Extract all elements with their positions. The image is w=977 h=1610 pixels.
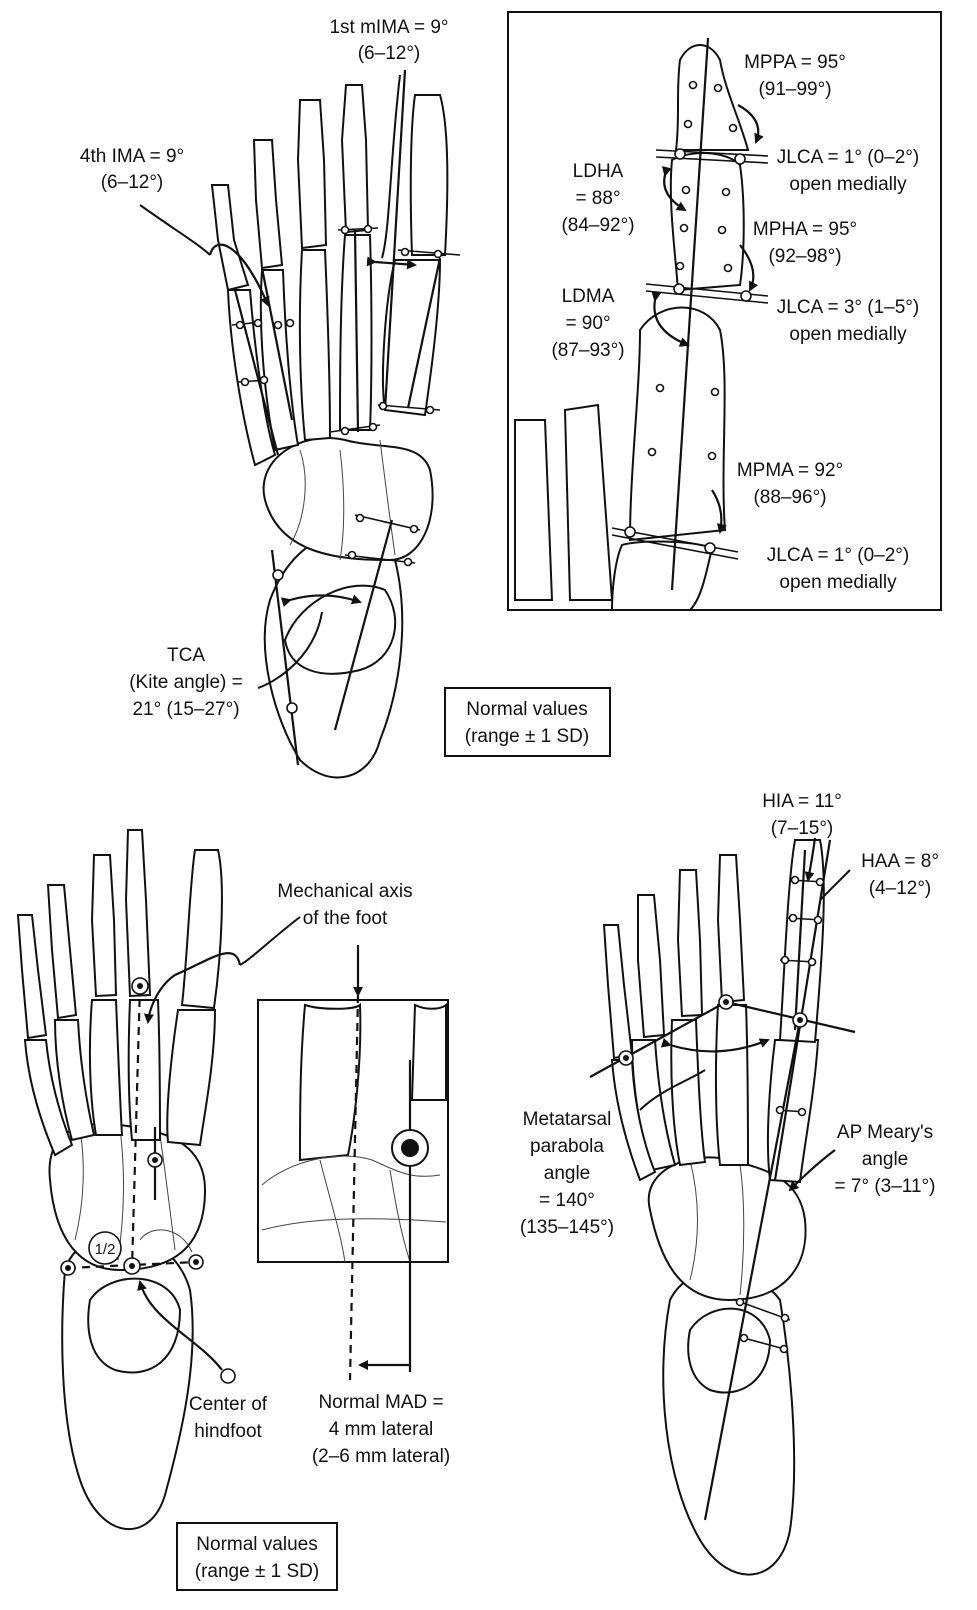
mpa-range: (135–145°) bbox=[520, 1217, 614, 1238]
mad-value: 4 mm lateral bbox=[329, 1419, 434, 1440]
haa-value: HAA = 8° bbox=[861, 851, 939, 872]
mpha-value: MPHA = 95° bbox=[753, 219, 857, 240]
inset-frame bbox=[507, 11, 942, 611]
top-left-foot-panel: 1st mIMA = 9° (6–12°) 4th IMA = 9° (6–12… bbox=[80, 17, 611, 779]
top-normal-values-range: (range ± 1 SD) bbox=[465, 726, 589, 747]
top-left-foot-bones bbox=[210, 84, 449, 779]
jlca-distal-note: open medially bbox=[789, 174, 907, 195]
first-mima-range: (6–12°) bbox=[358, 43, 421, 64]
mad-range: (2–6 mm lateral) bbox=[312, 1446, 450, 1467]
mppa-value: MPPA = 95° bbox=[744, 52, 846, 73]
mpa-line3: angle bbox=[544, 1163, 591, 1184]
fourth-ima-value: 4th IMA = 9° bbox=[80, 146, 184, 167]
mpma-value: MPMA = 92° bbox=[737, 460, 843, 481]
mad-label: Normal MAD = 4 mm lateral (2–6 mm latera… bbox=[312, 1392, 450, 1467]
mpa-value: = 140° bbox=[539, 1190, 595, 1211]
haa-range: (4–12°) bbox=[869, 878, 932, 899]
ap-meary-label: AP Meary's angle = 7° (3–11°) bbox=[835, 1122, 936, 1197]
bottom-right-foot-bones bbox=[602, 839, 825, 1576]
mppa-range: (91–99°) bbox=[758, 79, 831, 100]
jlca-middle-value: JLCA = 3° (1–5°) bbox=[777, 297, 919, 318]
ldha-range: (84–92°) bbox=[561, 215, 634, 236]
jlca-proximal-label: JLCA = 1° (0–2°) open medially bbox=[767, 545, 909, 593]
mpma-label: MPMA = 92° (88–96°) bbox=[737, 460, 843, 508]
hia-value: HIA = 11° bbox=[762, 791, 842, 812]
bottom-left-foot-bones bbox=[16, 829, 223, 1531]
jlca-distal-value: JLCA = 1° (0–2°) bbox=[777, 147, 919, 168]
mech-axis-label: Mechanical axis of the foot bbox=[277, 881, 412, 929]
hia-label: HIA = 11° (7–15°) bbox=[762, 791, 842, 839]
bottom-left-foot-panel: 1/2 Mechanical axis of the foot Center o… bbox=[16, 829, 450, 1591]
inset-axes bbox=[611, 37, 769, 591]
tca-value: 21° (15–27°) bbox=[132, 699, 239, 720]
half-marker: 1/2 bbox=[88, 1231, 122, 1265]
meary-value: = 7° (3–11°) bbox=[835, 1176, 936, 1197]
first-mima-value: 1st mIMA = 9° bbox=[329, 17, 448, 38]
bottom-normal-values-title: Normal values bbox=[196, 1534, 317, 1555]
bottom-right-foot-panel: HIA = 11° (7–15°) HAA = 8° (4–12°) Metat… bbox=[520, 791, 939, 1576]
jlca-middle-label: JLCA = 3° (1–5°) open medially bbox=[777, 297, 919, 345]
mpma-range: (88–96°) bbox=[753, 487, 826, 508]
mppa-label: MPPA = 95° (91–99°) bbox=[744, 52, 846, 100]
meary-line2: angle bbox=[862, 1149, 909, 1170]
tca-label: TCA (Kite angle) = 21° (15–27°) bbox=[129, 645, 243, 720]
ldha-value: = 88° bbox=[575, 188, 620, 209]
bottom-right-axes bbox=[589, 837, 856, 1521]
inset-toe-bones bbox=[514, 44, 750, 611]
top-normal-values-box: Normal values (range ± 1 SD) bbox=[444, 687, 611, 757]
ldma-value: = 90° bbox=[565, 313, 610, 334]
hia-range: (7–15°) bbox=[771, 818, 834, 839]
mpha-range: (92–98°) bbox=[768, 246, 841, 267]
inset-toe-panel: MPPA = 95° (91–99°) JLCA = 1° (0–2°) ope… bbox=[507, 11, 942, 611]
bottom-normal-values-box: Normal values (range ± 1 SD) bbox=[176, 1522, 338, 1591]
metatarsal-parabola-label: Metatarsal parabola angle = 140° (135–14… bbox=[520, 1109, 614, 1238]
meary-line1: AP Meary's bbox=[837, 1122, 933, 1143]
tca-subtitle: (Kite angle) = bbox=[129, 672, 243, 693]
bottom-left-axes bbox=[60, 916, 301, 1384]
jlca-proximal-note: open medially bbox=[779, 572, 897, 593]
jlca-distal-label: JLCA = 1° (0–2°) open medially bbox=[777, 147, 919, 195]
first-mima-label: 1st mIMA = 9° (6–12°) bbox=[329, 17, 448, 64]
tca-title: TCA bbox=[167, 645, 205, 666]
ldha-title: LDHA bbox=[573, 161, 624, 182]
center-hindfoot-line2: hindfoot bbox=[194, 1421, 262, 1442]
mad-title: Normal MAD = bbox=[318, 1392, 443, 1413]
top-normal-values-title: Normal values bbox=[466, 699, 587, 720]
top-left-axes bbox=[139, 69, 461, 766]
mpa-line2: parabola bbox=[530, 1136, 604, 1157]
center-hindfoot-line1: Center of bbox=[189, 1394, 268, 1415]
jlca-proximal-value: JLCA = 1° (0–2°) bbox=[767, 545, 909, 566]
bottom-normal-values-range: (range ± 1 SD) bbox=[195, 1561, 319, 1582]
fourth-ima-range: (6–12°) bbox=[101, 172, 164, 193]
fourth-ima-label: 4th IMA = 9° (6–12°) bbox=[80, 146, 184, 193]
ldha-label: LDHA = 88° (84–92°) bbox=[561, 161, 634, 236]
haa-label: HAA = 8° (4–12°) bbox=[861, 851, 939, 899]
ldma-title: LDMA bbox=[562, 286, 615, 307]
mech-axis-title: Mechanical axis bbox=[277, 881, 412, 902]
mpa-line1: Metatarsal bbox=[523, 1109, 612, 1130]
ldma-label: LDMA = 90° (87–93°) bbox=[551, 286, 624, 361]
ldma-range: (87–93°) bbox=[551, 340, 624, 361]
mad-inset bbox=[257, 945, 449, 1381]
jlca-middle-note: open medially bbox=[789, 324, 907, 345]
center-hindfoot-label: Center of hindfoot bbox=[189, 1394, 268, 1442]
mech-axis-subtitle: of the foot bbox=[303, 908, 388, 929]
mpha-label: MPHA = 95° (92–98°) bbox=[753, 219, 857, 267]
half-marker-text: 1/2 bbox=[95, 1241, 116, 1258]
